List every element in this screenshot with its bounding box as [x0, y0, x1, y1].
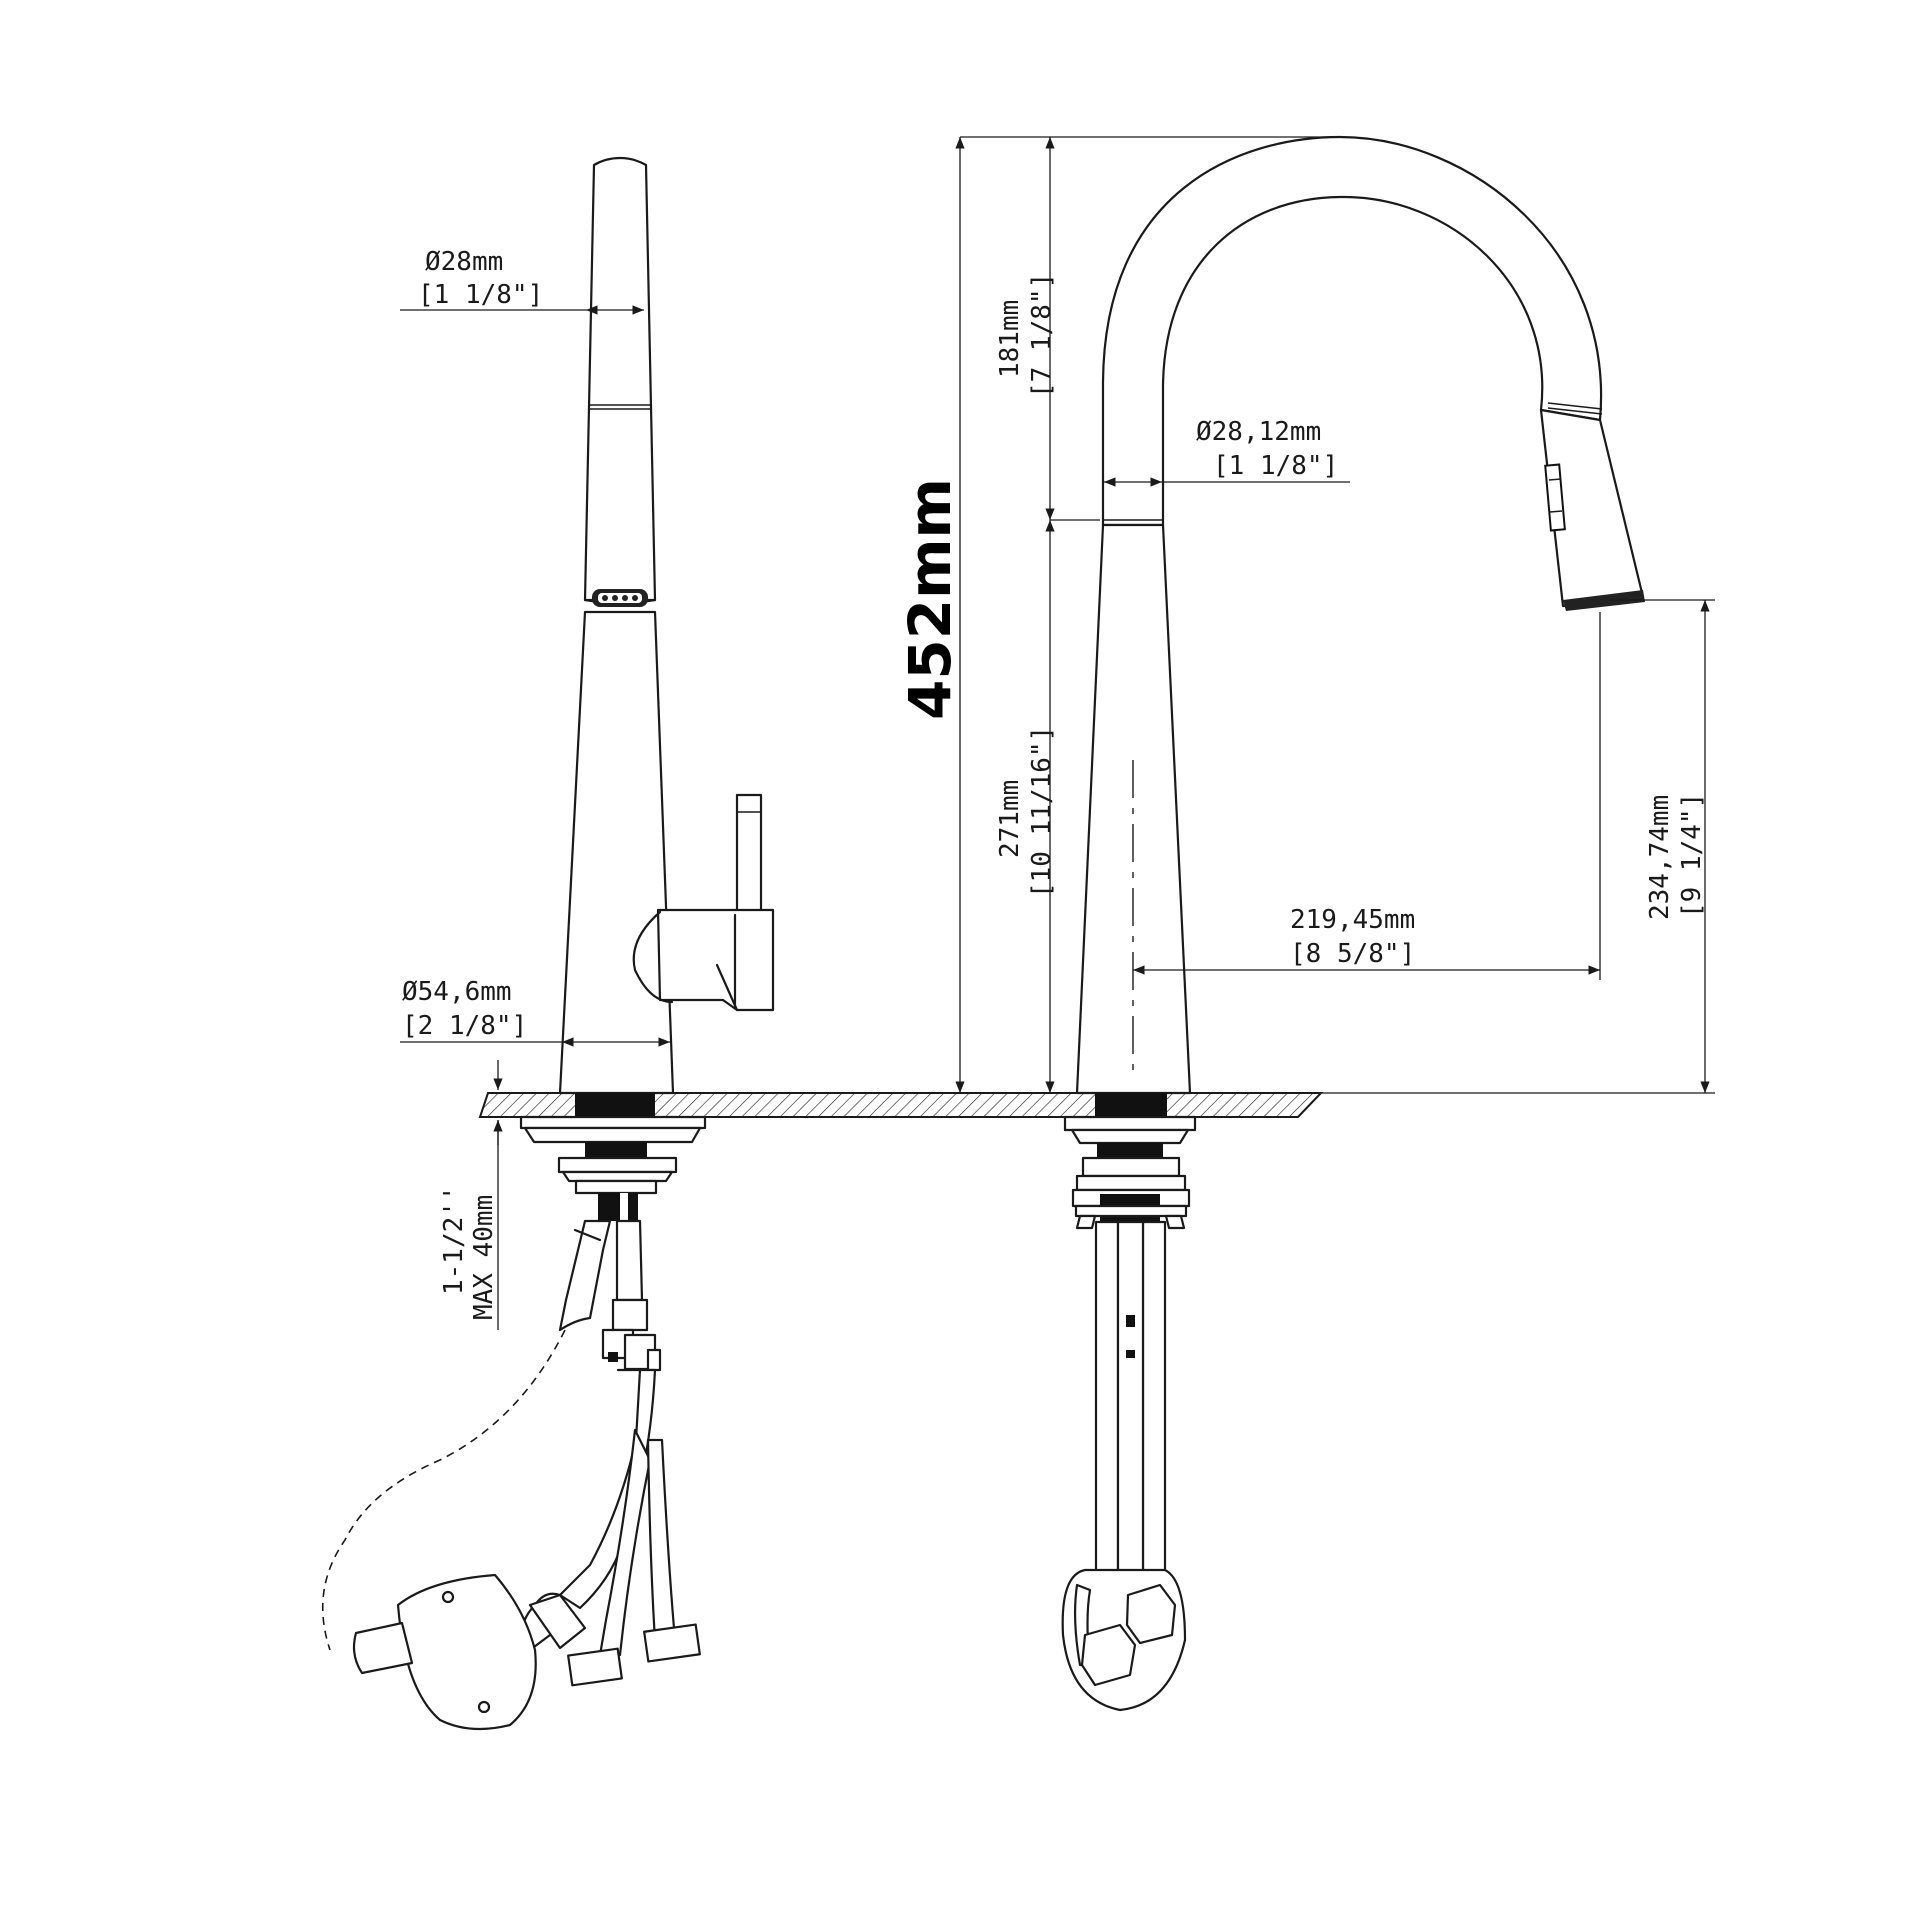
- dim-spout-diameter: Ø28,12mm [1 1/8"]: [1104, 417, 1350, 487]
- dim-clearance-mm: 234,74mm: [1645, 795, 1675, 920]
- dim-deck-thickness-in: 1-1/2'': [439, 1185, 469, 1295]
- hose-nut-left: [567, 1647, 623, 1687]
- dim-spout-reach: 219,45mm [8 5/8"]: [1133, 612, 1601, 980]
- dim-side-base-mm: Ø54,6mm: [402, 977, 512, 1007]
- front-hose-nut-left: [1080, 1623, 1137, 1687]
- side-spray-head: [583, 156, 657, 602]
- dim-side-tip-diameter: Ø28mm [1 1/8"]: [400, 247, 644, 315]
- front-hose-nut-right: [1125, 1583, 1177, 1645]
- dim-side-base-in: [2 1/8"]: [402, 1011, 527, 1041]
- front-spray-button: [1544, 463, 1566, 532]
- side-mounting-hardware: [519, 1093, 707, 1221]
- faucet-side-view: [321, 156, 775, 1731]
- dim-reach-mm: 219,45mm: [1290, 905, 1415, 935]
- dim-total-height-label: 452mm: [896, 478, 964, 720]
- front-supply-tubes: [1061, 1220, 1187, 1712]
- dim-body-height-in: [10 11/16"]: [1027, 726, 1057, 898]
- dim-side-tip-in: [1 1/8"]: [418, 280, 543, 310]
- dim-deck-thickness: 1-1/2'' MAX 40mm: [439, 1060, 503, 1330]
- dim-spout-clearance: 234,74mm [9 1/4"]: [1321, 599, 1715, 1094]
- dim-deck-thickness-mm: MAX 40mm: [469, 1195, 499, 1320]
- side-lever-handle: [632, 793, 775, 1012]
- dim-total-height: 452mm: [896, 136, 1340, 1093]
- side-aerator: [592, 589, 648, 607]
- faucet-front-view: [1061, 135, 1645, 1712]
- dimensions: Ø28mm [1 1/8"] Ø54,6mm [2 1/8"] 1-1/2'' …: [400, 136, 1715, 1330]
- side-supply-hoses: [520, 1219, 701, 1687]
- dim-arc-and-body-height: 181mm [7 1/8"] 271mm [10 11/16"]: [995, 137, 1100, 1093]
- dim-spout-mm: Ø28,12mm: [1196, 417, 1321, 447]
- side-body: [558, 610, 675, 1095]
- hose-nut-right: [643, 1623, 701, 1663]
- dim-arc-height-mm: 181mm: [995, 300, 1025, 378]
- front-mounting-hardware: [1063, 1093, 1197, 1230]
- dim-side-tip-mm: Ø28mm: [425, 247, 503, 277]
- dim-body-height-mm: 271mm: [995, 780, 1025, 858]
- dim-reach-in: [8 5/8"]: [1290, 939, 1415, 969]
- front-aerator: [1563, 590, 1645, 611]
- hose-weight: [352, 1573, 537, 1731]
- dim-side-base-diameter: Ø54,6mm [2 1/8"]: [400, 977, 670, 1047]
- front-gooseneck-spout: [1101, 135, 1603, 527]
- dim-spout-in: [1 1/8"]: [1213, 451, 1338, 481]
- dim-clearance-in: [9 1/4"]: [1677, 793, 1707, 918]
- dim-arc-height-in: [7 1/8"]: [1027, 273, 1057, 398]
